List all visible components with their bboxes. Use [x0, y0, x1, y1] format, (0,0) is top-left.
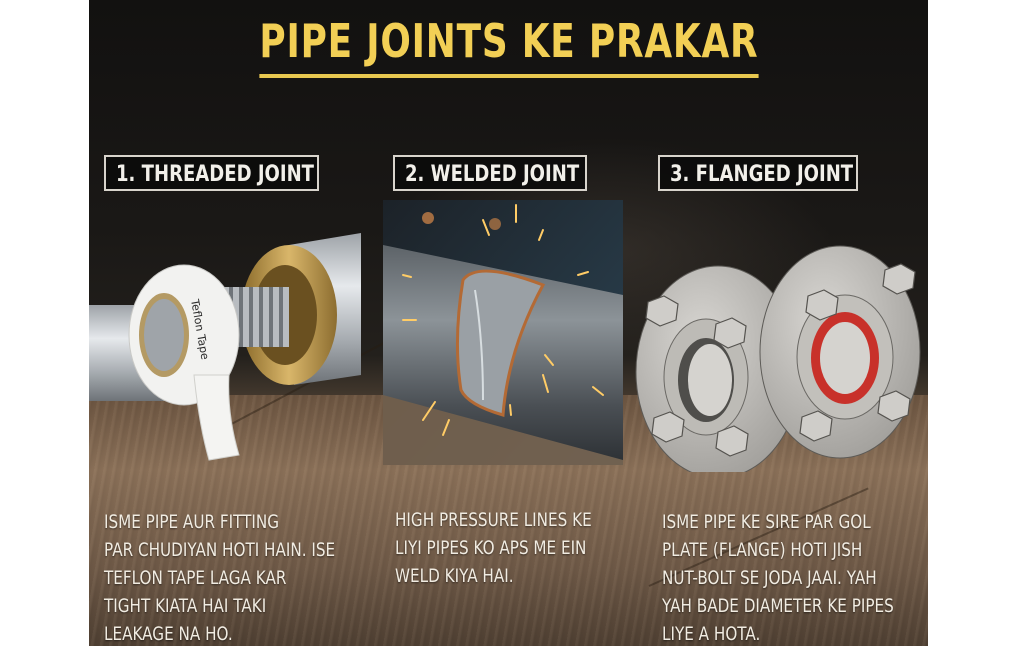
page-title-text: PIPE JOINTS KE PRAKAR — [258, 12, 759, 78]
welded-joint-description: HIGH PRESSURE LINES KE LIYI PIPES KO APS… — [395, 509, 592, 587]
flanged-joint-icon — [635, 245, 921, 472]
infographic-poster: PIPE JOINTS KE PRAKAR 1. THREADED JOINT … — [89, 0, 928, 646]
flanged-joint-description: ISME PIPE KE SIRE PAR GOL PLATE (FLANGE)… — [662, 511, 894, 645]
threaded-joint-label: 1. THREADED JOINT — [104, 155, 319, 191]
welded-pipe-icon — [383, 200, 623, 465]
threaded-pipe-icon: Teflon Tape — [89, 233, 361, 461]
page-title: PIPE JOINTS KE PRAKAR — [89, 12, 928, 78]
threaded-joint-description: ISME PIPE AUR FITTING PAR CHUDIYAN HOTI … — [104, 511, 336, 645]
welded-joint-label: 2. WELDED JOINT — [393, 155, 587, 191]
flanged-joint-label: 3. FLANGED JOINT — [658, 155, 858, 191]
